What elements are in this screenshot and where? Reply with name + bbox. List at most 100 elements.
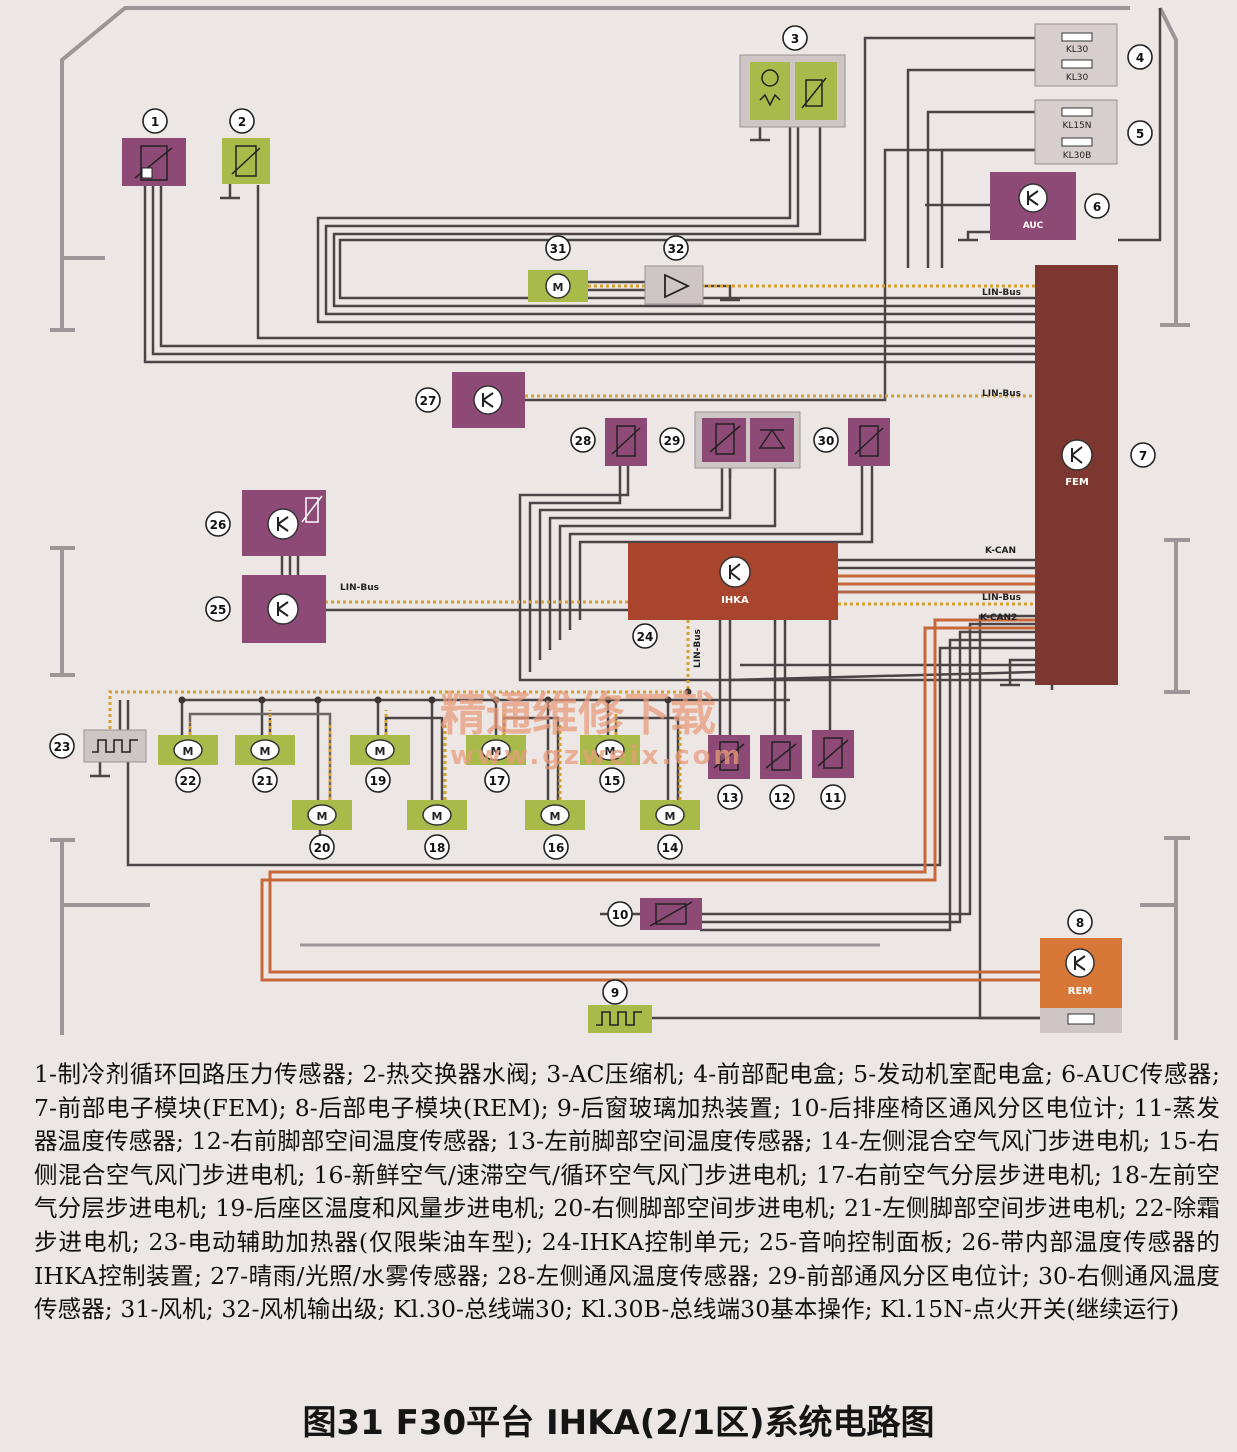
number-markers: 1 2 3 4 5 6 7 8 9 10 11 12 13 14 15 16 1… [49, 25, 1156, 1005]
lin-bus-label-3: LIN-Bus [340, 583, 379, 593]
svg-text:32: 32 [668, 242, 685, 256]
marker-13: 13 [717, 784, 743, 810]
motor-m-14: M [665, 810, 676, 823]
legend-item: 17-右前空气分层步进电机; [815, 1160, 1103, 1189]
legend-item: 20-右侧脚部空间步进电机; [553, 1194, 837, 1223]
fem-module: FEM [1035, 265, 1118, 685]
legend-item: 29-前部通风分区电位计; [767, 1261, 1031, 1290]
rain-light-sensor [452, 372, 525, 428]
svg-text:17: 17 [489, 774, 506, 788]
right-front-layer-motor: M [466, 735, 526, 765]
rear-window-heater [588, 1005, 652, 1033]
evaporator-temp-sensor [812, 730, 854, 778]
svg-text:30: 30 [818, 434, 835, 448]
ihka-label: IHKA [721, 595, 749, 606]
audio-control-panel [242, 575, 326, 643]
left-vent-temp-sensor [605, 418, 647, 466]
heat-exchanger-valve [222, 138, 270, 184]
marker-31: 31 [545, 235, 571, 261]
svg-text:24: 24 [637, 630, 654, 644]
marker-29: 29 [659, 427, 685, 453]
lin-bus-label-4: LIN-Bus [982, 593, 1021, 603]
legend-item: 4-前部配电盒; [693, 1060, 846, 1088]
ihka-module: IHKA [628, 543, 838, 620]
refrigerant-pressure-sensor [122, 138, 186, 186]
marker-3: 3 [782, 25, 808, 51]
right-mix-motor: M [580, 735, 640, 765]
front-vent-potentiometer [694, 411, 801, 469]
rear-temp-motor: M [350, 735, 410, 765]
legend-item: 25-音响控制面板; [759, 1227, 953, 1256]
marker-6: 6 [1084, 193, 1110, 219]
lin-bus-label-1: LIN-Bus [982, 288, 1021, 298]
kl30-label-a: KL30 [1066, 45, 1089, 55]
marker-5: 5 [1127, 120, 1153, 146]
marker-24: 24 [632, 623, 658, 649]
svg-text:22: 22 [180, 774, 197, 788]
motor-m-15: M [605, 745, 616, 758]
svg-text:27: 27 [420, 394, 437, 408]
marker-23: 23 [49, 733, 75, 759]
legend-item: 1-制冷剂循环回路压力传感器; [34, 1060, 355, 1088]
legend-item: 13-左前脚部空间温度传感器; [505, 1127, 813, 1156]
legend-item: 27-晴雨/光照/水雾传感器; [210, 1261, 490, 1290]
motor-m-17: M [491, 745, 502, 758]
legend-item: 9-后窗玻璃加热装置; [556, 1093, 782, 1122]
legend-item: 30-右侧通风温度传感器; [34, 1261, 1221, 1324]
legend-item: Kl.15N-点火开关(继续运行) [880, 1295, 1180, 1324]
marker-9: 9 [602, 979, 628, 1005]
marker-15: 15 [599, 767, 625, 793]
legend: 1-制冷剂循环回路压力传感器; 2-热交换器水阀; 3-AC压缩机; 4-前部配… [34, 1058, 1220, 1327]
left-front-layer-motor: M [407, 800, 467, 830]
marker-1: 1 [142, 108, 168, 134]
legend-item: 19-后座区温度和风量步进电机; [215, 1194, 546, 1223]
left-mix-motor: M [640, 800, 700, 830]
svg-text:29: 29 [664, 434, 681, 448]
svg-text:23: 23 [54, 740, 71, 754]
marker-32: 32 [663, 235, 689, 261]
frame-outline [50, 6, 1190, 1040]
marker-2: 2 [229, 108, 255, 134]
legend-item: 24-IHKA控制单元; [541, 1227, 751, 1256]
marker-21: 21 [252, 767, 278, 793]
blower-m-label: M [553, 281, 564, 294]
marker-4: 4 [1127, 44, 1153, 70]
svg-text:1: 1 [151, 115, 159, 129]
stepper-motors: M M M M M M M [158, 735, 700, 830]
svg-text:7: 7 [1139, 449, 1147, 463]
svg-text:19: 19 [370, 774, 387, 788]
kl15n-label: KL15N [1062, 121, 1091, 131]
wiring [90, 8, 1162, 1020]
right-vent-temp-sensor [848, 418, 890, 466]
legend-item: 32-风机输出级; [221, 1295, 386, 1324]
legend-item: 22-除霜步进电机; [34, 1194, 1221, 1256]
svg-text:18: 18 [429, 841, 446, 855]
svg-text:31: 31 [550, 242, 567, 256]
svg-text:16: 16 [548, 841, 565, 855]
motor-m-21: M [260, 745, 271, 758]
marker-26: 26 [205, 511, 231, 537]
marker-17: 17 [484, 767, 510, 793]
marker-20: 20 [309, 834, 335, 860]
legend-item: 10-后排座椅区通风分区电位计; [789, 1093, 1126, 1122]
lin-bus-label-2: LIN-Bus [982, 389, 1021, 399]
svg-text:11: 11 [825, 791, 842, 805]
legend-item: 3-AC压缩机; [546, 1060, 686, 1088]
marker-7: 7 [1130, 442, 1156, 468]
left-footwell-temp-sensor [708, 735, 750, 779]
motor-m-19: M [375, 745, 386, 758]
watermark: 精通维修下载 www.gzweix.com [440, 687, 741, 771]
legend-item: 31-风机; [120, 1295, 214, 1324]
figure-caption: 图31 F30平台 IHKA(2/1区)系统电路图 [302, 1403, 935, 1443]
front-distribution-box: KL30 KL30 [1034, 23, 1118, 87]
svg-text:13: 13 [722, 791, 739, 805]
k-can2-label: K-CAN2 [980, 613, 1017, 623]
marker-11: 11 [820, 784, 846, 810]
legend-item: 6-AUC传感器; [1061, 1060, 1220, 1088]
ac-compressor [739, 54, 846, 128]
auc-sensor: AUC [990, 172, 1076, 240]
motor-m-22: M [183, 745, 194, 758]
marker-25: 25 [205, 596, 231, 622]
k-can-lines [260, 574, 1040, 982]
footwell-evap-sensors [708, 730, 854, 779]
